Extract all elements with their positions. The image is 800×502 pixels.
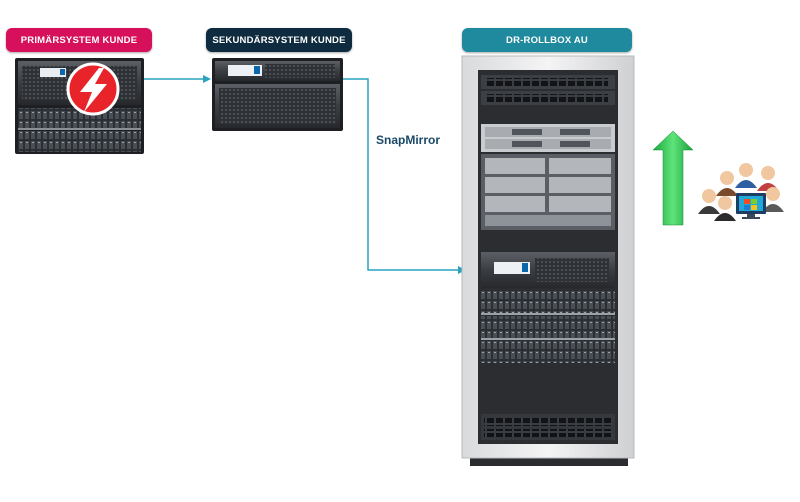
dr-rollbox-label: DR-ROLLBOX AU: [462, 28, 632, 52]
snapmirror-label: SnapMirror: [376, 133, 441, 147]
primary-system-label: PRIMÄRSYSTEM KUNDE: [6, 28, 152, 52]
lightning-failure-icon: [66, 62, 120, 116]
user-group-icon: [698, 163, 784, 221]
secondary-storage-system: [212, 58, 343, 131]
up-arrow-icon: [652, 130, 694, 226]
dr-rack: [461, 55, 635, 466]
monitor-icon: [736, 193, 766, 219]
snapmirror-connector: [343, 78, 466, 274]
secondary-system-label: SEKUNDÄRSYSTEM KUNDE: [206, 28, 352, 52]
connector-primary-to-secondary: [144, 75, 211, 83]
